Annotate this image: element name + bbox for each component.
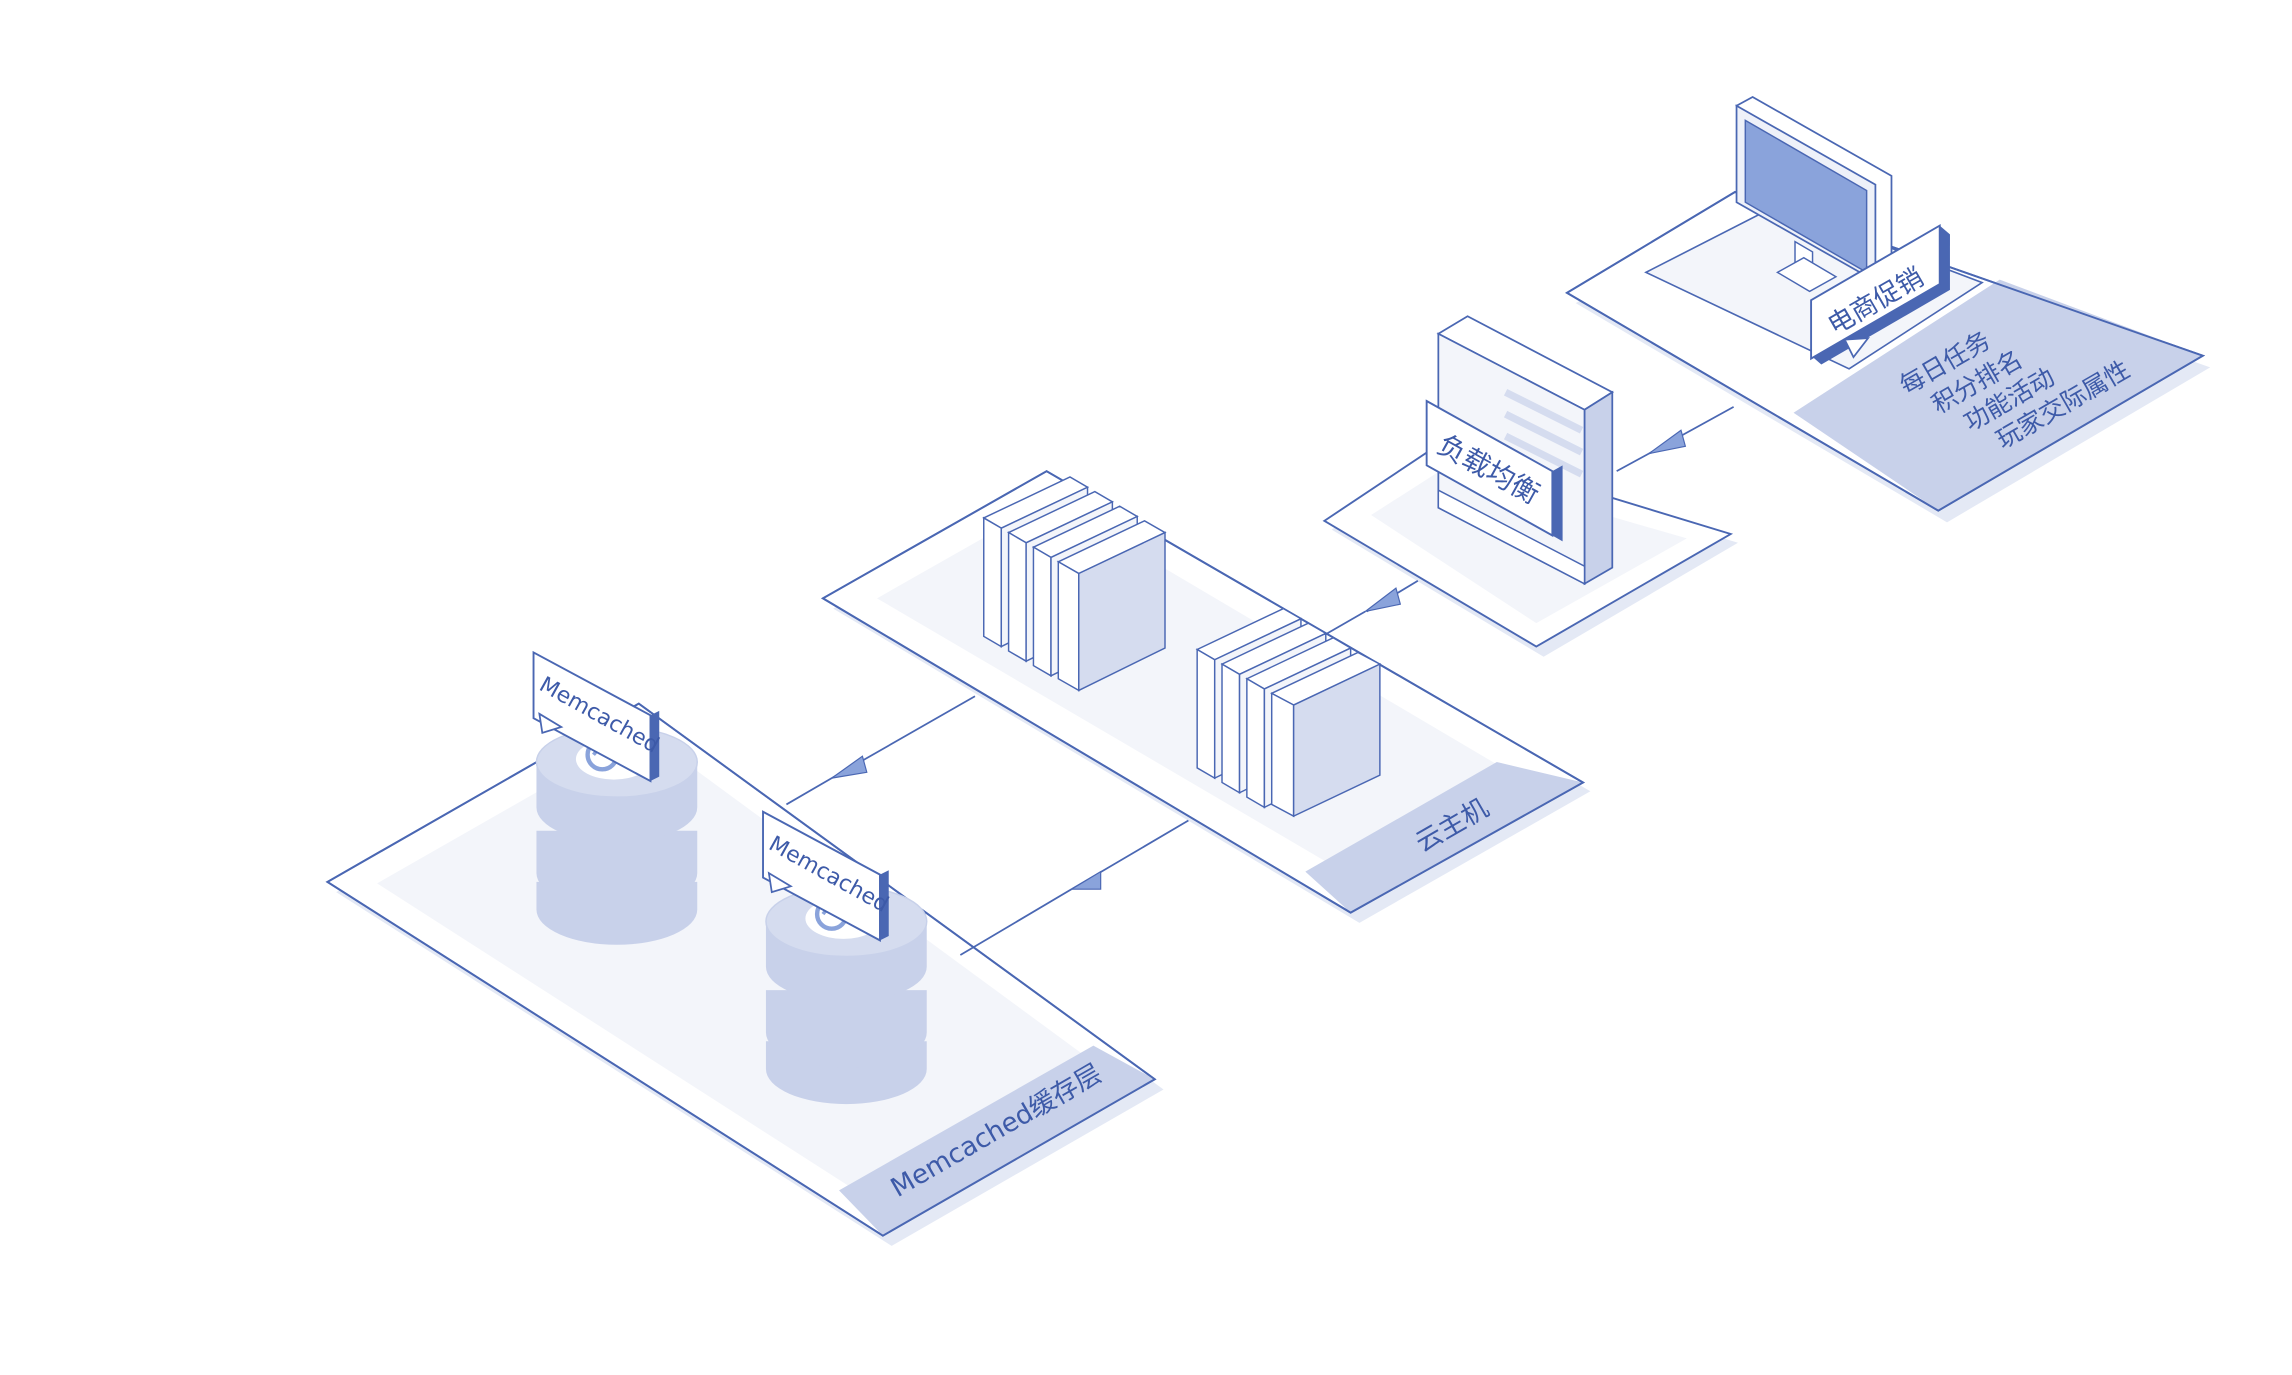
cache-layer-platform: Memcached缓存层 (325, 702, 1164, 1246)
server-group-2 (1195, 607, 1382, 818)
arrowhead-icon (1364, 587, 1402, 613)
connectors (785, 406, 1735, 956)
arrowhead-icon (1648, 429, 1687, 455)
arrowhead-icon (831, 755, 868, 779)
arrowhead-icon (1069, 870, 1102, 890)
server-blade (1270, 651, 1382, 818)
server-blade (1056, 520, 1167, 692)
server-group-1 (982, 476, 1167, 692)
